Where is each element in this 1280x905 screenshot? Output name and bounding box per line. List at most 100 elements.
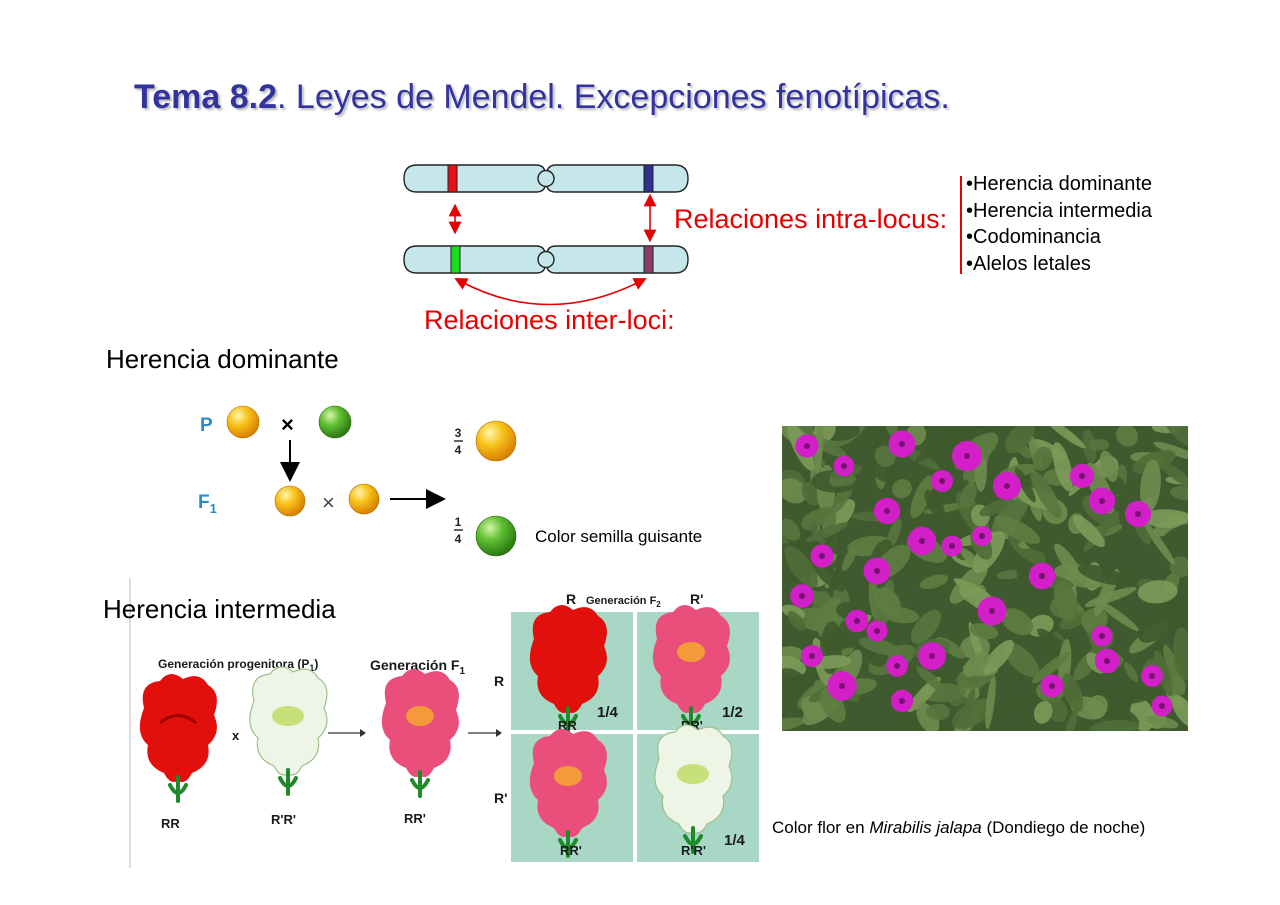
f1-heading: Generación F1 bbox=[370, 657, 465, 677]
leaf bbox=[1003, 642, 1040, 678]
f2-top-r-prime: R' bbox=[690, 591, 703, 607]
leaf bbox=[1138, 607, 1178, 643]
chromosome-top bbox=[403, 164, 689, 193]
leaf bbox=[1115, 426, 1139, 447]
flower-color-caption: Color flor en Mirabilis jalapa (Dondiego… bbox=[772, 818, 1145, 838]
leaf bbox=[969, 622, 999, 640]
f2-heading: Generación F2 bbox=[586, 595, 661, 609]
leaf bbox=[1169, 556, 1188, 578]
leaf bbox=[1090, 719, 1140, 731]
leaf bbox=[982, 639, 1014, 675]
band-purple bbox=[643, 245, 654, 274]
fraction-label: 1/4 bbox=[724, 832, 746, 849]
leaf bbox=[1063, 707, 1078, 731]
genotype-label: RR' bbox=[404, 811, 426, 826]
inter-loci-label: Relaciones inter-loci: bbox=[424, 305, 675, 335]
leaf bbox=[1153, 650, 1173, 697]
flower-bloom bbox=[1040, 674, 1064, 698]
leaf bbox=[1052, 442, 1073, 492]
leaf bbox=[782, 478, 807, 504]
leaf bbox=[827, 484, 853, 516]
leaf bbox=[1143, 521, 1176, 566]
leaf bbox=[994, 515, 1041, 544]
leaf bbox=[1173, 627, 1188, 681]
flower-bloom bbox=[833, 455, 855, 477]
p-generation-label: P bbox=[200, 415, 213, 436]
flower-bloom bbox=[845, 609, 869, 633]
fraction-three-quarters-den: 4 bbox=[455, 443, 462, 457]
pink-flower bbox=[381, 668, 459, 798]
flower-bloom bbox=[941, 535, 963, 557]
flower-bloom bbox=[801, 645, 823, 667]
flower-bloom bbox=[873, 497, 901, 525]
fraction-one-quarter-den: 4 bbox=[455, 532, 462, 546]
leaf bbox=[963, 651, 990, 677]
leaf bbox=[1081, 607, 1108, 632]
leaf bbox=[1112, 686, 1158, 705]
leaf bbox=[1086, 695, 1108, 718]
leaf bbox=[782, 518, 801, 541]
leaf bbox=[884, 426, 899, 439]
flower-bloom bbox=[992, 471, 1022, 501]
flowers bbox=[790, 430, 1173, 717]
leaf bbox=[1144, 715, 1179, 729]
list-item: •Herencia dominante bbox=[966, 173, 1152, 195]
leaf bbox=[1016, 565, 1034, 589]
flower-bloom bbox=[1088, 487, 1116, 515]
leaf bbox=[915, 441, 945, 463]
leaf bbox=[1014, 467, 1036, 503]
white-flower bbox=[654, 724, 733, 854]
list-item: •Alelos letales bbox=[966, 252, 1091, 275]
title-bold: Tema 8.2 bbox=[134, 78, 278, 116]
yellow-seed bbox=[226, 405, 260, 439]
fraction-one-quarter: 1 bbox=[455, 515, 462, 529]
caption-prefix: Color flor en bbox=[772, 818, 870, 837]
pink-flower bbox=[529, 728, 607, 858]
leaf bbox=[926, 703, 950, 721]
leaf bbox=[959, 482, 977, 510]
arrow-inter-loci bbox=[454, 277, 647, 306]
flower-bloom bbox=[863, 557, 891, 585]
flower-bloom bbox=[1094, 648, 1120, 674]
leaf bbox=[1170, 485, 1188, 501]
flower-bloom bbox=[866, 620, 888, 642]
snapdragon-cross-figure: Generación progenitora (P1) Generación F… bbox=[128, 578, 759, 868]
flower-bloom bbox=[972, 526, 992, 546]
leaf bbox=[1043, 426, 1086, 449]
band-red bbox=[447, 164, 458, 193]
flower-bloom bbox=[952, 441, 982, 471]
flower-bloom bbox=[1151, 695, 1173, 717]
leaf bbox=[979, 498, 1015, 517]
leaf bbox=[784, 545, 818, 588]
flower-bloom bbox=[931, 470, 953, 492]
leaf bbox=[873, 587, 901, 616]
leaf bbox=[1140, 459, 1161, 513]
leaf bbox=[1171, 695, 1188, 728]
flower-bloom bbox=[977, 596, 1007, 626]
heading-intermediate: Herencia intermedia bbox=[103, 594, 336, 624]
flower-bloom bbox=[810, 544, 834, 568]
leaf bbox=[1053, 581, 1079, 622]
flower-bloom bbox=[1124, 500, 1152, 528]
leaf bbox=[1158, 523, 1188, 553]
leaf bbox=[1005, 426, 1035, 454]
leaf bbox=[1124, 661, 1139, 683]
leaf bbox=[1072, 515, 1105, 548]
flower-bloom bbox=[827, 671, 857, 701]
band-green bbox=[450, 245, 461, 274]
leaf bbox=[961, 687, 976, 731]
leaf bbox=[1032, 651, 1071, 684]
leaf bbox=[985, 674, 996, 730]
yellow-seed bbox=[274, 485, 306, 517]
leaf bbox=[1030, 470, 1062, 519]
leaf bbox=[1141, 509, 1188, 528]
leaf bbox=[1153, 441, 1188, 461]
leaf bbox=[867, 458, 900, 485]
list-bracket bbox=[960, 176, 962, 274]
cross-symbol: × bbox=[322, 490, 335, 515]
leaf bbox=[1054, 543, 1084, 582]
f1-generation-label: F1 bbox=[198, 492, 217, 516]
leaf bbox=[996, 570, 1023, 580]
leaf bbox=[910, 475, 934, 519]
flower-bloom bbox=[795, 434, 819, 458]
